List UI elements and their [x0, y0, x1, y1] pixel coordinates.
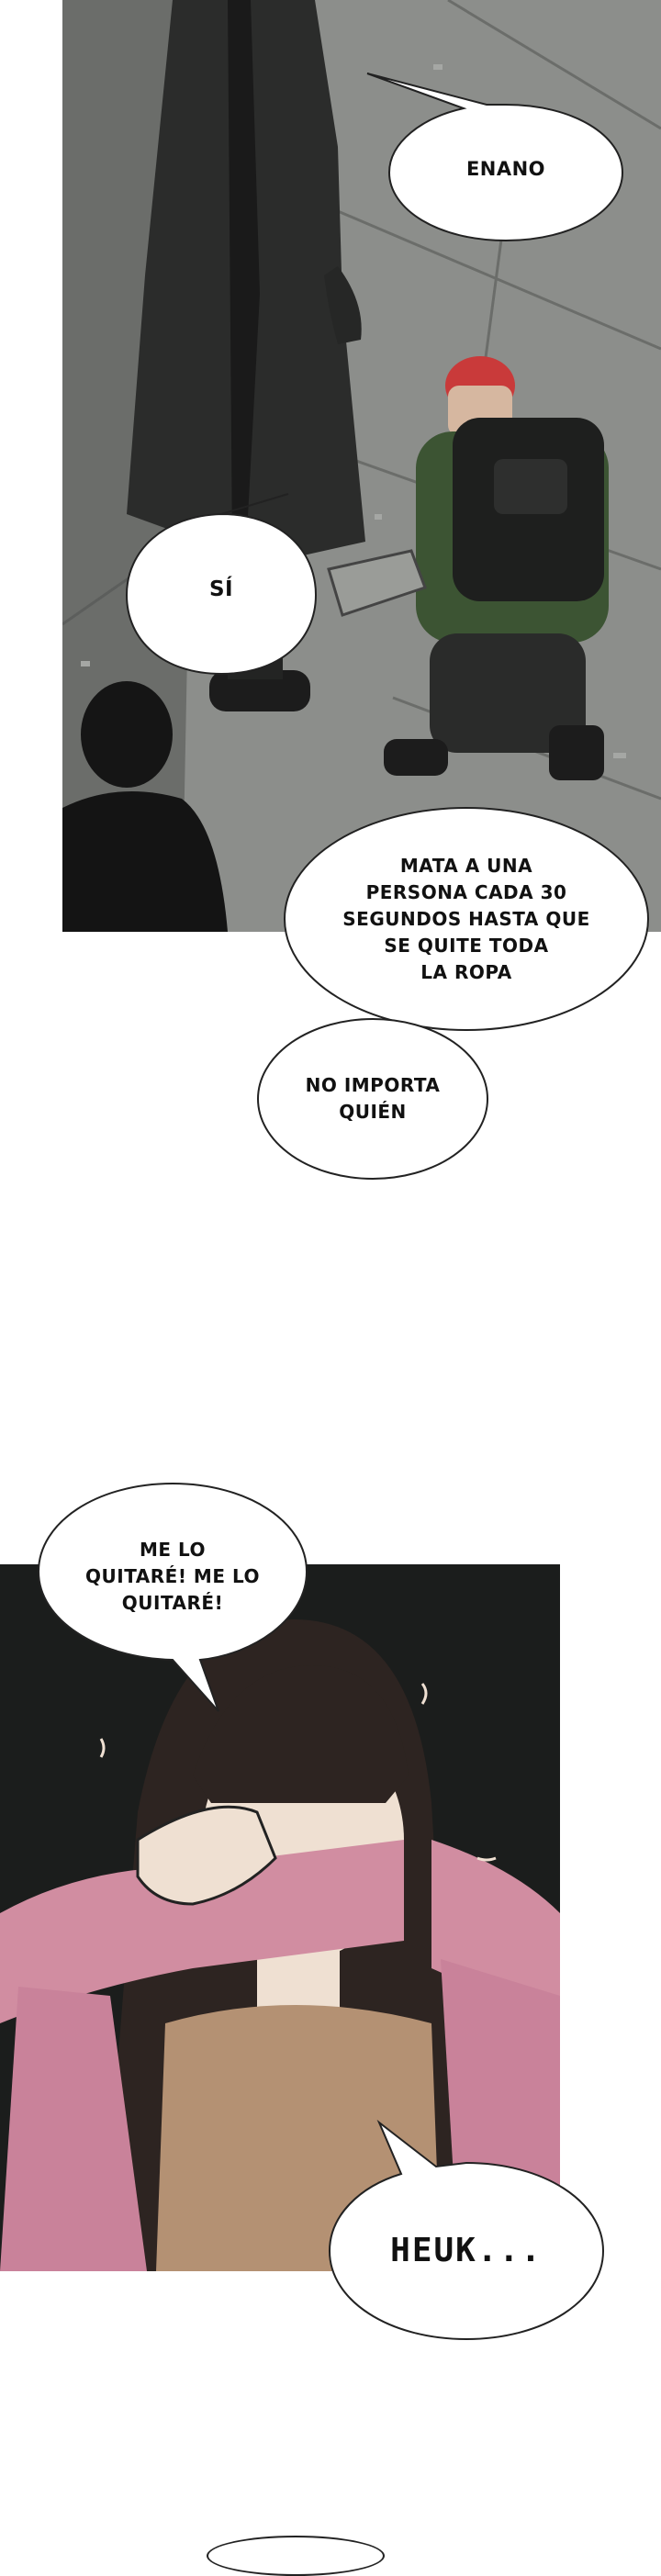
- silhouette-figure: [62, 681, 228, 932]
- no-importa-text: NO IMPORTA QUIÉN: [305, 1074, 441, 1123]
- comic-panel-woman: [0, 1564, 560, 2271]
- speech-bubble-enano: ENANO: [366, 73, 626, 246]
- enano-text: ENANO: [465, 157, 546, 180]
- speech-bubble-si: SÍ: [123, 493, 319, 678]
- mata-text: MATA A UNA PERSONA CADA 30 SEGUNDOS HAST…: [342, 854, 590, 983]
- woman-illustration: [0, 1564, 560, 2271]
- speech-bubble-partial: [207, 2536, 385, 2576]
- speech-bubble-heuk: HEUK...: [326, 2119, 607, 2343]
- speech-bubble-no-importa: NO IMPORTA QUIÉN: [254, 1015, 491, 1182]
- si-text: SÍ: [208, 577, 234, 602]
- me-lo-quitare-text: ME LO QUITARÉ! ME LO QUITARÉ!: [85, 1538, 260, 1614]
- speech-bubble-me-lo-quitare: ME LO QUITARÉ! ME LO QUITARÉ!: [35, 1480, 310, 1712]
- heuk-text: HEUK...: [390, 2231, 543, 2269]
- speech-bubble-mata: MATA A UNA PERSONA CADA 30 SEGUNDOS HAST…: [281, 804, 652, 1034]
- backpack-figure: [327, 356, 609, 780]
